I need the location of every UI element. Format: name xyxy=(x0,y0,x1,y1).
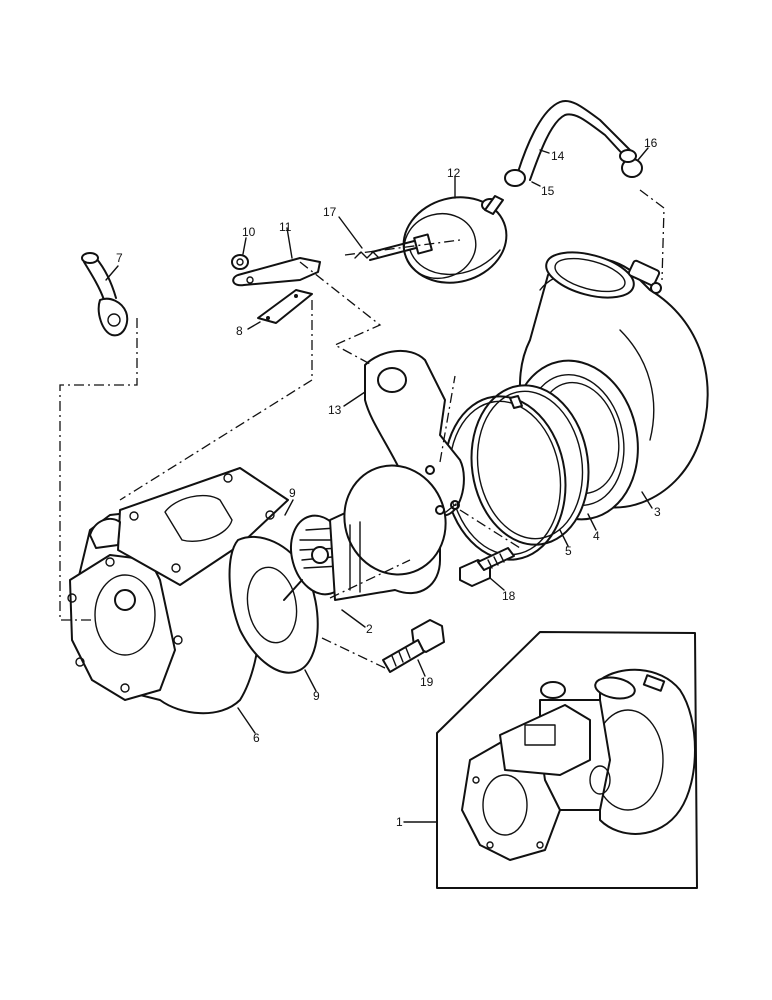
bolt-18 xyxy=(459,547,515,587)
callout-7: 7 xyxy=(116,251,123,265)
callout-15: 15 xyxy=(541,184,555,198)
clip-plate xyxy=(257,289,313,324)
callout-17: 17 xyxy=(323,205,337,219)
callout-4: 4 xyxy=(593,529,600,543)
assembly-lines xyxy=(59,189,665,669)
inset-assembly xyxy=(461,668,696,861)
callout-16: 16 xyxy=(644,136,658,150)
callout-13: 13 xyxy=(328,403,342,417)
hose-clip-right xyxy=(619,149,643,178)
oil-hose xyxy=(81,252,129,337)
callout-12: 12 xyxy=(447,166,461,180)
hose-clip-left xyxy=(504,169,526,187)
center-cartridge xyxy=(329,464,447,601)
leader-lines xyxy=(105,147,653,823)
turbine-housing xyxy=(67,467,289,715)
callout-5: 5 xyxy=(565,544,572,558)
bolt-19 xyxy=(382,619,445,673)
callout-6: 6 xyxy=(253,731,260,745)
callout-2: 2 xyxy=(366,622,373,636)
callout-3: 3 xyxy=(654,505,661,519)
bracket xyxy=(364,349,465,517)
callout-9b: 9 xyxy=(452,498,459,512)
callout-19: 19 xyxy=(420,675,434,689)
callout-11: 11 xyxy=(279,220,292,234)
callout-18: 18 xyxy=(502,589,516,603)
boost-hose xyxy=(517,100,631,181)
inset-frame xyxy=(436,631,698,889)
callout-1: 1 xyxy=(396,815,403,829)
washer xyxy=(231,254,249,270)
callout-14: 14 xyxy=(551,149,565,163)
callout-9c: 9 xyxy=(313,689,320,703)
clevis-pin xyxy=(232,257,321,287)
callout-10: 10 xyxy=(242,225,256,239)
callout-9a: 9 xyxy=(289,486,296,500)
callout-8: 8 xyxy=(236,324,243,338)
actuator-rod xyxy=(354,233,433,261)
wastegate-actuator xyxy=(402,195,508,284)
